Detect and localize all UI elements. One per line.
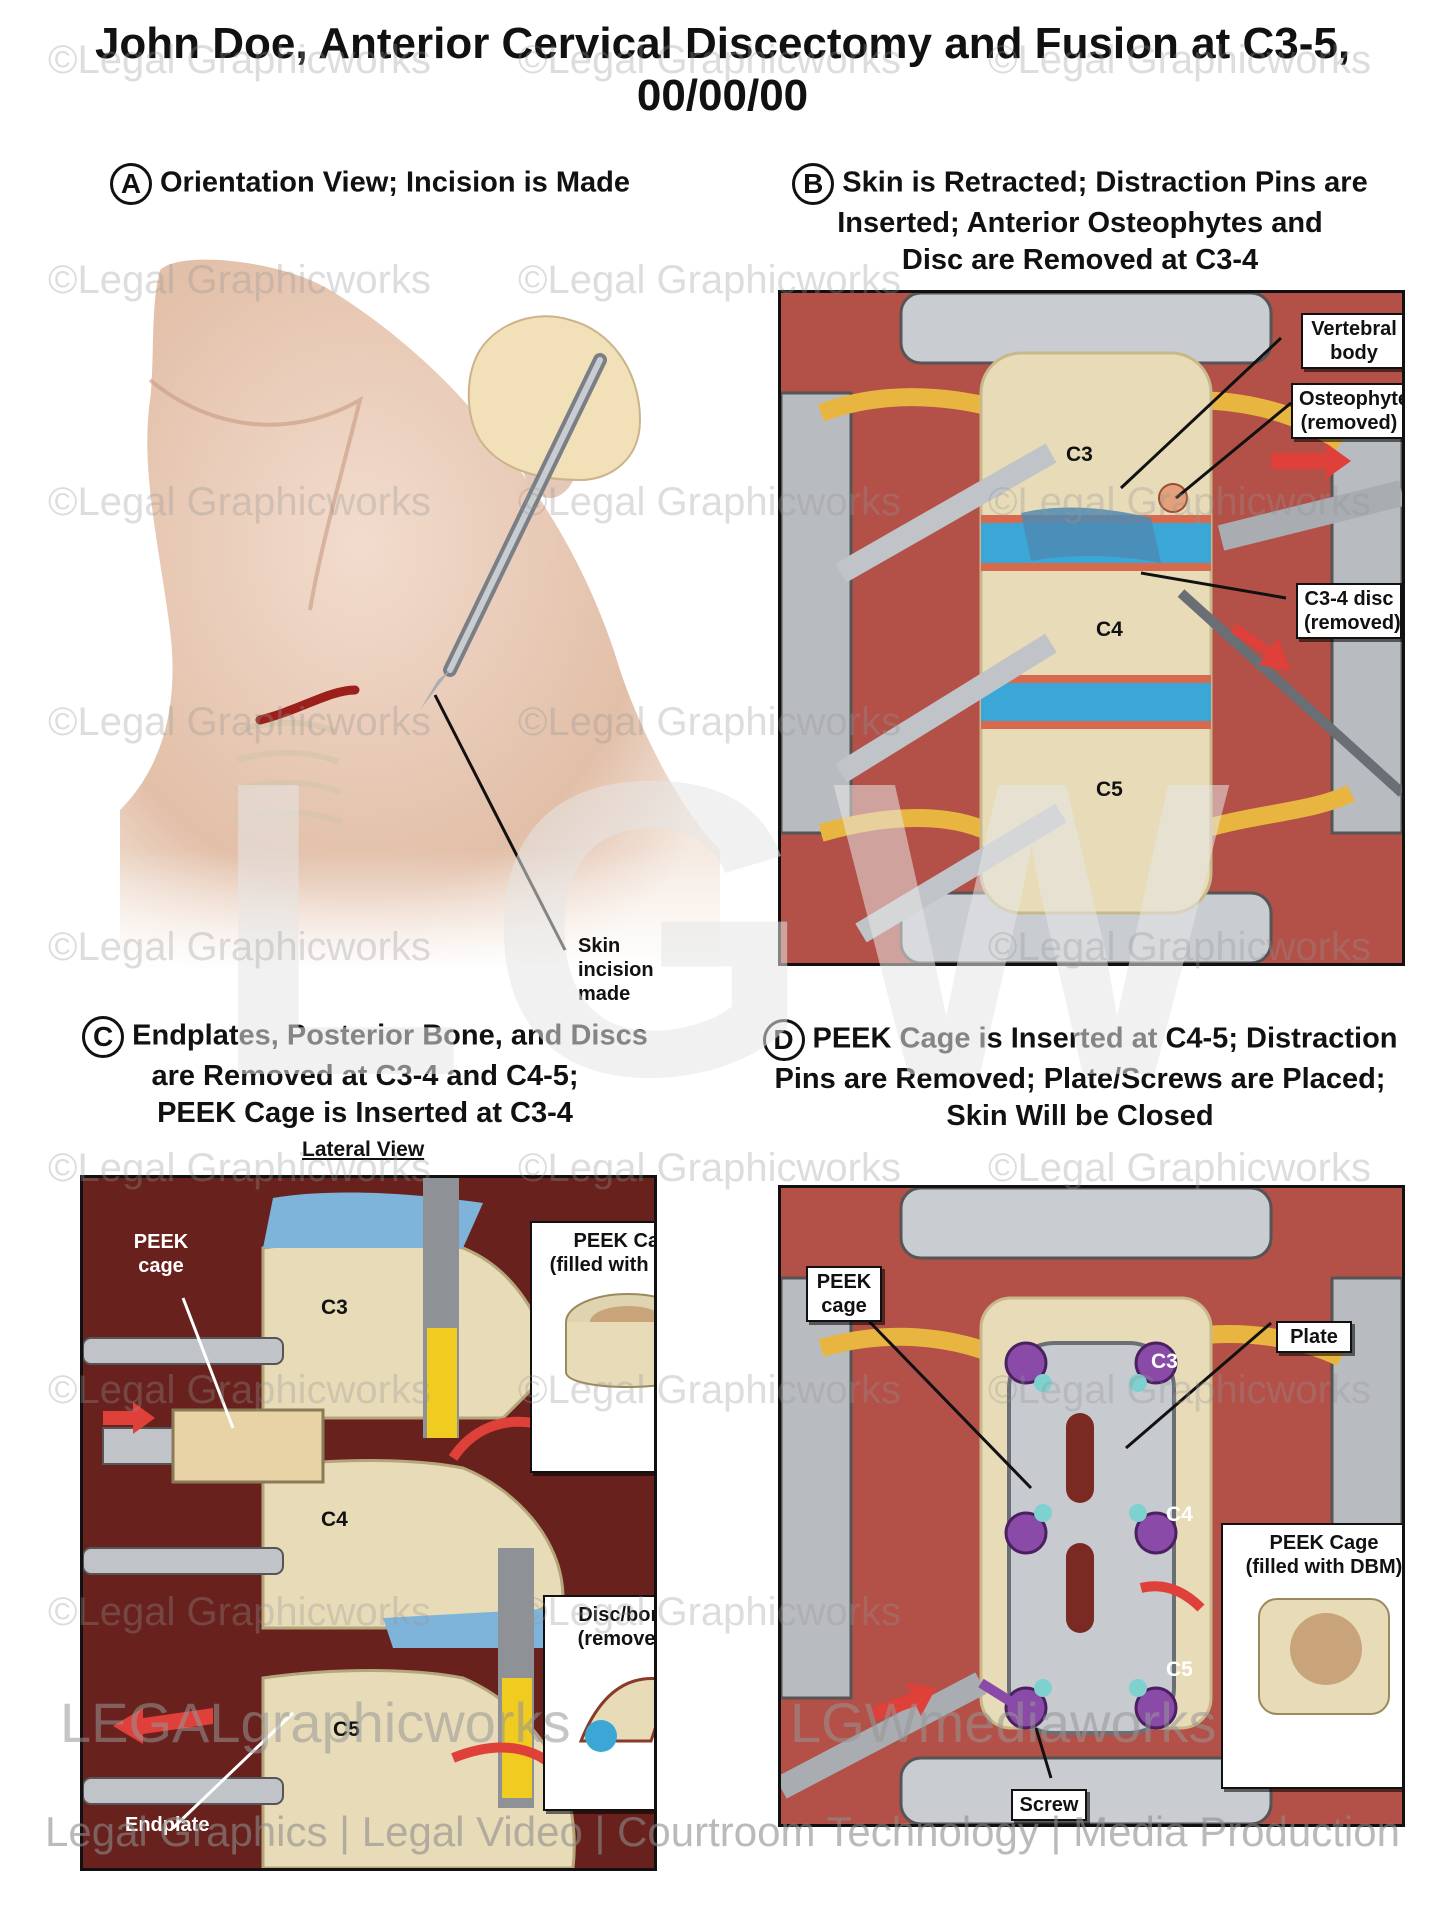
lateral-view-subheading: Lateral View: [302, 1138, 425, 1161]
panel-b-surgical-view: Vertebral body Osteophyte (removed) C3-4…: [778, 290, 1405, 966]
panel-letter-a: A: [109, 163, 152, 205]
disc-removed-label: C3-4 disc (removed): [1296, 583, 1402, 639]
brand-legal-graphicworks: LEGALgraphicworks: [60, 1691, 571, 1754]
page-title: John Doe, Anterior Cervical Discectomy a…: [94, 19, 1351, 120]
c4-label-d: C4: [1166, 1503, 1193, 1526]
disc-bone-box-c: Disc/bone (removed): [543, 1595, 654, 1811]
peek-cage-box-d: PEEK Cage (filled with DBM): [1221, 1523, 1402, 1789]
c4-label-c: C4: [321, 1508, 348, 1531]
neck-illustration: [120, 259, 740, 970]
c5-label-d: C5: [1166, 1658, 1193, 1681]
osteophyte-label: Osteophyte (removed): [1291, 383, 1402, 439]
c3-label-c: C3: [321, 1296, 348, 1319]
endplate-label: Endplate: [125, 1814, 210, 1836]
footer-tagline: Legal Graphics | Legal Video | Courtroom…: [45, 1808, 1400, 1855]
peek-cage-thumbnail-d: [1258, 1598, 1390, 1715]
disc-bone-thumbnail: [578, 1677, 654, 1752]
c5-label-c: C5: [333, 1718, 360, 1741]
peek-cage-box-c: PEEK Cage (filled with DBM): [530, 1221, 654, 1473]
plate-label: Plate: [1276, 1321, 1352, 1353]
screw-label: Screw: [1011, 1789, 1087, 1821]
incision-label: Skin incision made: [578, 935, 654, 1005]
panel-d-surgical-view: PEEK cage Plate Screw PEEK Cage (filled …: [778, 1185, 1405, 1827]
vertebral-body-label: Vertebral body: [1301, 313, 1402, 369]
peek-cage-label-d: PEEK cage: [806, 1266, 882, 1322]
peek-cage-label-c: PEEK cage: [133, 1231, 189, 1277]
c3-label-d: C3: [1151, 1350, 1178, 1373]
panel-letter-b: B: [792, 163, 835, 205]
c4-label: C4: [1096, 618, 1123, 641]
brand-lgw-mediaworks: LGWmediaworks: [790, 1691, 1217, 1754]
panel-letter-d: D: [762, 1019, 805, 1061]
panel-c-lateral-view: PEEK cage PEEK Cage (filled with DBM) Di…: [80, 1175, 657, 1871]
c3-label: C3: [1066, 443, 1093, 466]
c5-label: C5: [1096, 778, 1123, 801]
peek-cage-thumbnail: [565, 1293, 654, 1388]
panel-letter-c: C: [82, 1016, 125, 1058]
